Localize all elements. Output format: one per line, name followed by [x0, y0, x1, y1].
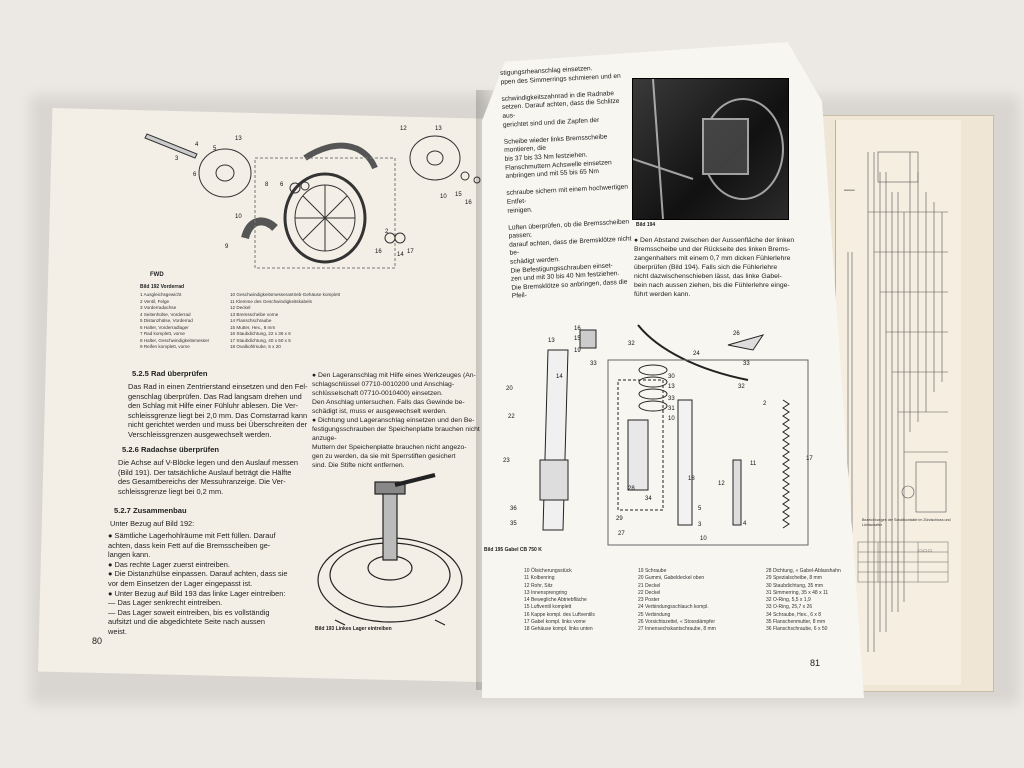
svg-text:32: 32 — [738, 384, 745, 390]
svg-text:23: 23 — [503, 458, 510, 464]
svg-text:17: 17 — [407, 249, 414, 255]
parts-legend-right: 10 Geschwindigkeitsmesserantrieb-Gehäuse… — [230, 292, 341, 349]
svg-text:8: 8 — [265, 182, 269, 188]
section-526-heading: 5.2.6 Radachse überprüfen — [122, 445, 220, 454]
svg-text:4: 4 — [195, 142, 199, 148]
svg-text:24: 24 — [693, 351, 700, 357]
left-page-number: 80 — [92, 636, 103, 646]
svg-text:═══: ═══ — [843, 188, 855, 194]
svg-text:10: 10 — [700, 536, 707, 542]
svg-text:14: 14 — [397, 252, 404, 258]
svg-text:12: 12 — [718, 481, 725, 487]
right-page-number: 81 — [810, 658, 821, 668]
svg-text:32: 32 — [628, 341, 635, 347]
right-page-top-text: stigungsrheanschlag einsetzen. ppen des … — [500, 65, 637, 300]
svg-text:12: 12 — [400, 126, 407, 132]
svg-text:10: 10 — [440, 194, 447, 200]
svg-text:15: 15 — [455, 192, 462, 198]
right-page-bullet: ● Den Abstand zwischen der Aussenfläche … — [634, 237, 795, 298]
svg-text:2: 2 — [385, 229, 389, 235]
svg-text:28: 28 — [628, 486, 635, 492]
left-page — [38, 108, 520, 683]
svg-text:30: 30 — [668, 374, 675, 380]
section-525-heading: 5.2.5 Rad überprüfen — [132, 369, 208, 378]
svg-text:16: 16 — [375, 249, 382, 255]
svg-text:13: 13 — [548, 338, 555, 344]
svg-text:5: 5 — [698, 506, 702, 512]
left-page-right-column: ● Den Lageranschlag mit Hilfe eines Werk… — [312, 372, 480, 469]
svg-text:33: 33 — [590, 361, 597, 367]
parts-legend-left: 1 Ausgleichsgewicht 2 Ventil, Felge 3 Vo… — [140, 292, 210, 349]
svg-text:▭▭▭: ▭▭▭ — [918, 548, 932, 554]
svg-text:20: 20 — [506, 386, 513, 392]
bearing-driver-illustration — [317, 473, 463, 626]
front-wheel-exploded-diagram: 13 4 5 3 6 8 6 10 9 12 13 15 10 16 14 2 16 17 — [144, 126, 481, 269]
parts-list-col2: 19 Schraube 20 Gummi, Gabeldeckel oben 2… — [638, 568, 716, 633]
svg-text:5: 5 — [213, 146, 217, 152]
svg-text:33: 33 — [668, 396, 675, 402]
fwd-label: FWD — [150, 272, 164, 278]
svg-text:13: 13 — [235, 136, 242, 142]
svg-text:19: 19 — [574, 348, 581, 354]
svg-text:29: 29 — [616, 516, 623, 522]
section-527-intro: Unter Bezug auf Bild 192: — [110, 519, 195, 528]
svg-text:36: 36 — [510, 506, 517, 512]
section-525-text: Das Rad in einen Zentrierstand einsetzen… — [128, 382, 308, 439]
svg-text:6: 6 — [193, 172, 197, 178]
svg-text:3: 3 — [175, 156, 179, 162]
section-526-text: Die Achse auf V-Blöcke legen und den Aus… — [118, 458, 298, 496]
svg-text:27: 27 — [618, 531, 625, 537]
svg-text:14: 14 — [556, 374, 563, 380]
fork-caption: Bild 195 Gabel CB 750 K — [484, 547, 542, 553]
svg-text:3: 3 — [698, 522, 702, 528]
svg-text:13: 13 — [435, 126, 442, 132]
svg-text:34: 34 — [645, 496, 652, 502]
svg-text:26: 26 — [733, 331, 740, 337]
svg-text:31: 31 — [668, 406, 675, 412]
svg-text:2: 2 — [763, 401, 767, 407]
parts-list-col3: 28 Dichtung, « Gabel-Ablasshahn 29 Spezi… — [766, 568, 841, 633]
parts-list-col1: 10 Ölsicherungsstück 11 Kolbenring 12 Ro… — [524, 568, 595, 633]
back-table-title: Bezeichnungen der Schaltkontakte im Zünd… — [862, 518, 951, 527]
svg-text:18: 18 — [688, 476, 695, 482]
section-527-bullets: ● Sämtliche Lagerhohlräume mit Fett füll… — [108, 531, 288, 636]
svg-text:35: 35 — [510, 521, 517, 527]
figure-192-caption: Bild 192 Vorderrad — [140, 284, 185, 290]
svg-text:16: 16 — [574, 326, 581, 332]
svg-text:9: 9 — [225, 244, 229, 250]
figure-193-caption: Bild 193 Linkes Lager eintreiben — [315, 626, 392, 632]
svg-text:13: 13 — [668, 384, 675, 390]
svg-text:11: 11 — [750, 461, 757, 467]
figure-194-caption: Bild 194 — [636, 222, 656, 228]
svg-text:10: 10 — [668, 416, 675, 422]
section-527-heading: 5.2.7 Zusammenbau — [114, 506, 187, 515]
svg-text:6: 6 — [280, 182, 284, 188]
svg-text:4: 4 — [743, 521, 747, 527]
svg-text:17: 17 — [806, 456, 813, 462]
svg-text:15: 15 — [574, 336, 581, 342]
svg-text:22: 22 — [508, 414, 515, 420]
svg-text:33: 33 — [743, 361, 750, 367]
figure-194-photo — [632, 78, 789, 220]
svg-text:10: 10 — [235, 214, 242, 220]
svg-text:16: 16 — [465, 200, 472, 206]
